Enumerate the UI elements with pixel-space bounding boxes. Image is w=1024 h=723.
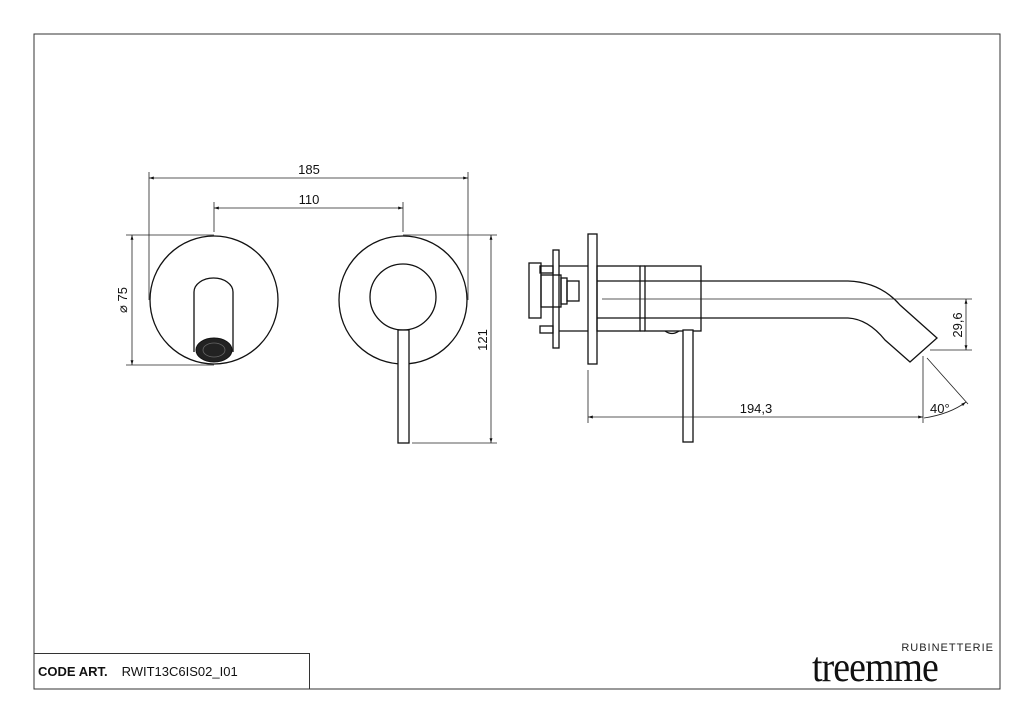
code-label: CODE ART. (38, 664, 108, 679)
dim-185: 185 (298, 162, 320, 177)
dim-29-6: 29,6 (950, 312, 965, 337)
dim-110: 110 (299, 192, 320, 207)
brand-logo: RUBINETTERIE treemme (808, 640, 998, 691)
aerator (195, 337, 233, 363)
spout-plate (149, 235, 279, 365)
front-view (149, 235, 468, 444)
logo-subtitle: RUBINETTERIE (901, 642, 994, 654)
front-dimensions: 185 110 ⌀ 75 121 (115, 162, 497, 444)
dim-angle-40: 40° (930, 401, 950, 416)
side-wall-plate (587, 233, 598, 365)
code-value: RWIT13C6IS02_I01 (121, 664, 238, 679)
side-spout (597, 280, 938, 363)
mixer-knob (369, 263, 437, 331)
side-dimensions: 194,3 29,6 40° (587, 298, 972, 423)
logo-brand: treemme (812, 645, 939, 691)
dim-121: 121 (475, 329, 490, 351)
drawing-frame (33, 33, 1001, 690)
mixer-lever (397, 329, 410, 444)
dim-194-3: 194,3 (740, 401, 773, 416)
dim-diameter-75: ⌀ 75 (115, 287, 130, 313)
title-block-code: CODE ART. RWIT13C6IS02_I01 (34, 653, 310, 689)
side-view (528, 233, 938, 443)
side-lever (682, 329, 694, 443)
spout-front (193, 277, 234, 352)
